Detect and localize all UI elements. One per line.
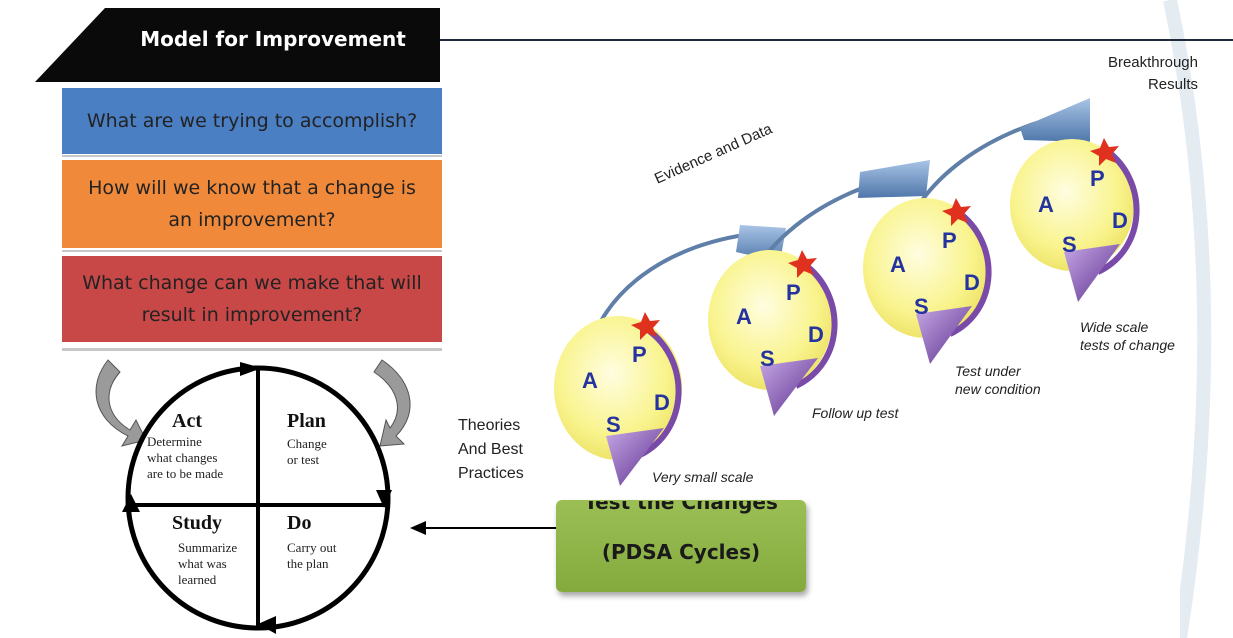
curved-arrow-left [95, 359, 147, 447]
act-line: Determine [147, 434, 202, 449]
background-curve [1163, 0, 1212, 638]
do-line: Carry out [287, 540, 337, 555]
cycle-arc-4 [1096, 147, 1140, 275]
bubble2-letter-a: A [736, 304, 752, 329]
stage-label-very-small: Very small scale [652, 469, 754, 485]
cycle-arrowhead-left [122, 494, 140, 512]
bubble2-letter-d: D [808, 322, 824, 347]
bubble1-letter-s: S [606, 412, 621, 437]
star-icon-3 [942, 198, 971, 226]
bubble1-letter-p: P [632, 342, 647, 367]
divider [62, 250, 442, 252]
divider [62, 348, 442, 351]
stage-label-follow-up: Follow up test [812, 405, 899, 421]
bubble4-letter-a: A [1038, 192, 1054, 217]
pdsa-bubble-4 [1010, 139, 1134, 271]
pdsa-link-arrowhead [410, 521, 426, 535]
plan-line: Change [287, 436, 327, 451]
divider [62, 155, 442, 157]
cycle-arc-2 [794, 261, 838, 389]
cycle-arrowhead-right [376, 490, 392, 508]
bubble2-letter-s: S [760, 346, 775, 371]
bubble1-letter-d: D [654, 390, 670, 415]
evidence-arrow-2 [858, 160, 930, 198]
bubble4-letter-p: P [1090, 166, 1105, 191]
theories-line: And Best [458, 441, 523, 458]
theories-line: Practices [458, 465, 524, 482]
question-change-line2: result in improvement? [141, 304, 363, 326]
question-box-change: What change can we make that will result… [62, 256, 442, 342]
pdsa-bubble-3 [863, 198, 987, 338]
lower-right-space [810, 516, 1180, 638]
cycle-arc-3 [948, 209, 992, 337]
stage-line: new condition [955, 381, 1041, 397]
bubble4-letter-s: S [1062, 232, 1077, 257]
act-line: are to be made [147, 466, 224, 481]
breakthrough-line: Results [1147, 76, 1198, 93]
cycle-arrowhead-bottom [258, 616, 276, 634]
star-icon-4 [1090, 138, 1119, 166]
cycle-arc-1 [638, 327, 682, 458]
bubble1-letter-a: A [582, 368, 598, 393]
pdsa-box-title-text: Test the Changes [584, 501, 778, 514]
plan-description: Change or test [287, 436, 327, 468]
question-aim-text: What are we trying to accomplish? [86, 110, 418, 132]
study-line: learned [178, 572, 217, 587]
banner-shape [35, 8, 440, 82]
study-description: Summarize what was learned [178, 540, 237, 588]
do-line: the plan [287, 556, 329, 571]
theories-label: Theories And Best Practices [458, 414, 524, 486]
pdsa-bubble-1 [554, 316, 682, 460]
bubble3-letter-p: P [942, 228, 957, 253]
cycle-arrowhead-top [240, 362, 262, 376]
stage-line: Test under [955, 363, 1021, 379]
cycle-arrow-2 [760, 358, 818, 416]
question-box-aim: What are we trying to accomplish? [62, 88, 442, 154]
curved-arrow-right [373, 359, 411, 447]
evidence-arrow-3 [1020, 98, 1090, 142]
breakthrough-label: Breakthrough Results [1058, 52, 1198, 96]
pdsa-box-title: Test the Changes [556, 501, 806, 527]
study-title: Study [172, 512, 223, 534]
pdsa-box-subtitle: (PDSA Cycles) [601, 540, 761, 564]
stage-label-new-condition: Test under new condition [955, 362, 1041, 398]
pdsa-bubble-2 [708, 250, 832, 390]
do-description: Carry out the plan [287, 540, 336, 572]
act-line: what changes [147, 450, 218, 465]
bubble2-letter-p: P [786, 280, 801, 305]
breakthrough-line: Breakthrough [1107, 54, 1198, 71]
study-line: Summarize [178, 540, 238, 555]
cycle-arrow-4 [1064, 244, 1120, 302]
cycle-arrow-3 [916, 306, 972, 364]
bubble3-letter-s: S [914, 294, 929, 319]
pdsa-box [556, 500, 806, 592]
study-line: what was [178, 556, 227, 571]
stage-line: Wide scale [1080, 319, 1149, 335]
stage-label-wide-scale: Wide scale tests of change [1080, 318, 1175, 354]
cycle-arrow-1 [606, 428, 664, 486]
plan-line: or test [287, 452, 320, 467]
model-title: Model for Improvement [140, 27, 406, 51]
bubble3-letter-d: D [964, 270, 980, 295]
act-description: Determine what changes are to be made [147, 434, 223, 482]
plan-title: Plan [287, 410, 326, 432]
act-title: Act [172, 410, 202, 432]
bubble3-letter-a: A [890, 252, 906, 277]
theories-line: Theories [458, 417, 521, 434]
question-change-line1: What change can we make that will [82, 272, 422, 294]
bubble4-letter-d: D [1112, 208, 1128, 233]
question-measure-line1: How will we know that a change is [88, 177, 416, 199]
star-icon-1 [631, 312, 660, 340]
star-icon-2 [788, 250, 817, 278]
stage-line: tests of change [1080, 337, 1175, 353]
question-box-measure: How will we know that a change is an imp… [62, 160, 442, 248]
question-measure-line2: an improvement? [168, 209, 336, 231]
do-title: Do [287, 512, 312, 534]
